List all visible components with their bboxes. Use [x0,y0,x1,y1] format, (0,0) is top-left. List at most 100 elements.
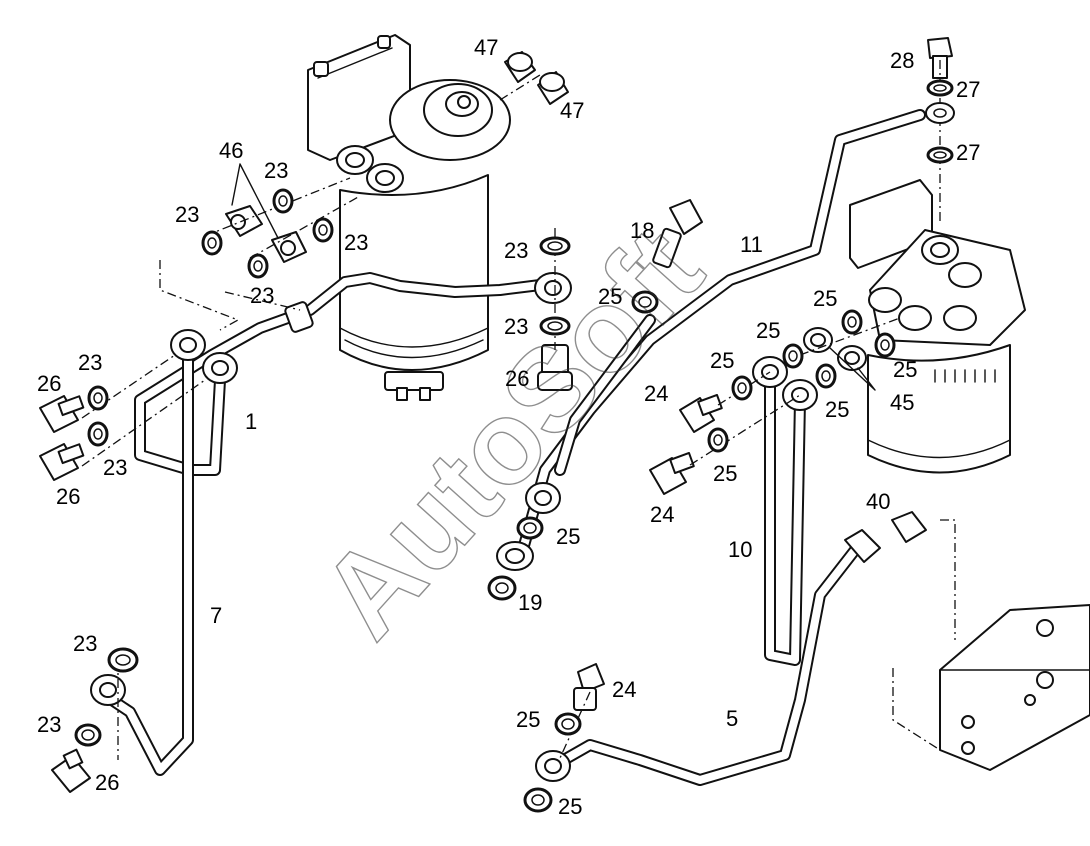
connector-19 [496,541,534,571]
callout-24-b: 24 [650,502,674,527]
callout-25-g: 25 [713,461,737,486]
washer-23-top-left [272,188,294,214]
callout-46: 46 [219,138,243,163]
callout-25-e: 25 [893,357,917,382]
callout-26-d: 26 [95,770,119,795]
banjo-eye-left-b [202,352,238,384]
callout-27-upper: 27 [956,77,980,102]
washer-25-e [815,363,837,389]
washer-25-i [523,787,553,813]
washer-27-mid [925,102,955,124]
banjo-eye-right-b [782,379,818,411]
callout-18: 18 [630,218,654,243]
right-fuel-filter [849,179,1026,474]
washer-25-center [631,290,659,314]
callout-26-a: 26 [37,371,61,396]
callout-24-c: 24 [612,677,636,702]
callout-25-i: 25 [516,707,540,732]
washer-23-side-b [87,421,109,447]
callout-25-h: 25 [556,524,580,549]
bolt-24-a [679,394,723,433]
banjo-eye-lower [535,750,571,782]
callout-10: 10 [728,537,752,562]
bolt-26-c [537,344,573,391]
callout-45: 45 [890,390,914,415]
callout-25-d: 25 [710,348,734,373]
bolt-24-b [649,452,695,495]
callout-25-b: 25 [813,286,837,311]
bolt-26-b [39,443,85,481]
banjo-eye-center [534,272,572,304]
adapter-46-b [271,231,307,263]
callout-26-c: 26 [505,366,529,391]
washer-19 [487,575,517,601]
washer-27-lower [926,146,954,164]
washer-23-mid [312,217,334,243]
bolt-26-a [39,395,85,433]
callout-47-lower: 47 [560,98,584,123]
callout-19: 19 [518,590,542,615]
callout-1: 1 [245,409,257,434]
callout-28: 28 [890,48,914,73]
callout-7: 7 [210,603,222,628]
banjo-eye-left-c [90,674,126,706]
callout-40: 40 [866,489,890,514]
banjo-eye-left-a [170,329,206,361]
left-fuel-filter [307,34,511,401]
hose-7 [106,349,194,776]
washer-23-left [201,230,223,256]
washer-23-side-a [87,385,109,411]
bolt-24-c [573,663,605,711]
callout-25-c: 25 [756,318,780,343]
pump-block [939,604,1090,771]
washer-25-d [731,375,753,401]
callout-5: 5 [726,706,738,731]
washer-23-center-top [539,236,571,256]
washer-25-a [841,309,863,335]
callout-23-f: 23 [504,314,528,339]
washer-27-upper [926,79,954,97]
hose-5 [549,544,861,786]
bolt-26-d [51,748,91,793]
nut-40 [844,511,927,563]
callout-labels: 47 47 46 23 23 23 23 23 23 23 23 23 23 2… [37,35,980,819]
callout-23-e: 23 [504,238,528,263]
callout-26-b: 26 [56,484,80,509]
callout-23-a: 23 [264,158,288,183]
cap-47-lower [537,71,569,105]
hose-11 [514,109,926,566]
fitting-45-b [837,345,867,371]
hose-24 [554,314,656,476]
washer-25-b [782,343,804,369]
hose-10 [764,369,806,666]
callout-47-upper: 47 [474,35,498,60]
assembly-leaders [81,60,956,760]
bolt-28 [927,37,953,79]
washer-23-bottom-b [74,723,102,747]
callout-24-a: 24 [644,381,668,406]
washer-25-f [707,427,729,453]
callout-23-g: 23 [78,350,102,375]
washer-25-h [554,712,582,736]
callout-23-b: 23 [175,202,199,227]
callout-23-i: 23 [73,631,97,656]
callout-23-h: 23 [103,455,127,480]
callout-23-c: 23 [344,230,368,255]
washer-23-bottom-a [107,647,139,673]
washer-23-lower [247,253,269,279]
hose-1 [134,272,546,476]
callout-leaders [231,163,876,391]
callout-25-a: 25 [598,284,622,309]
callout-25-f: 25 [825,397,849,422]
callout-25-j: 25 [558,794,582,819]
callout-23-j: 23 [37,712,61,737]
bolt-18 [652,199,703,269]
callout-11: 11 [740,232,763,257]
callout-23-d: 23 [250,283,274,308]
cap-47-upper [504,51,536,83]
callout-27-lower: 27 [956,140,980,165]
washer-23-center-mid [539,316,571,336]
washer-25-g [516,516,544,540]
